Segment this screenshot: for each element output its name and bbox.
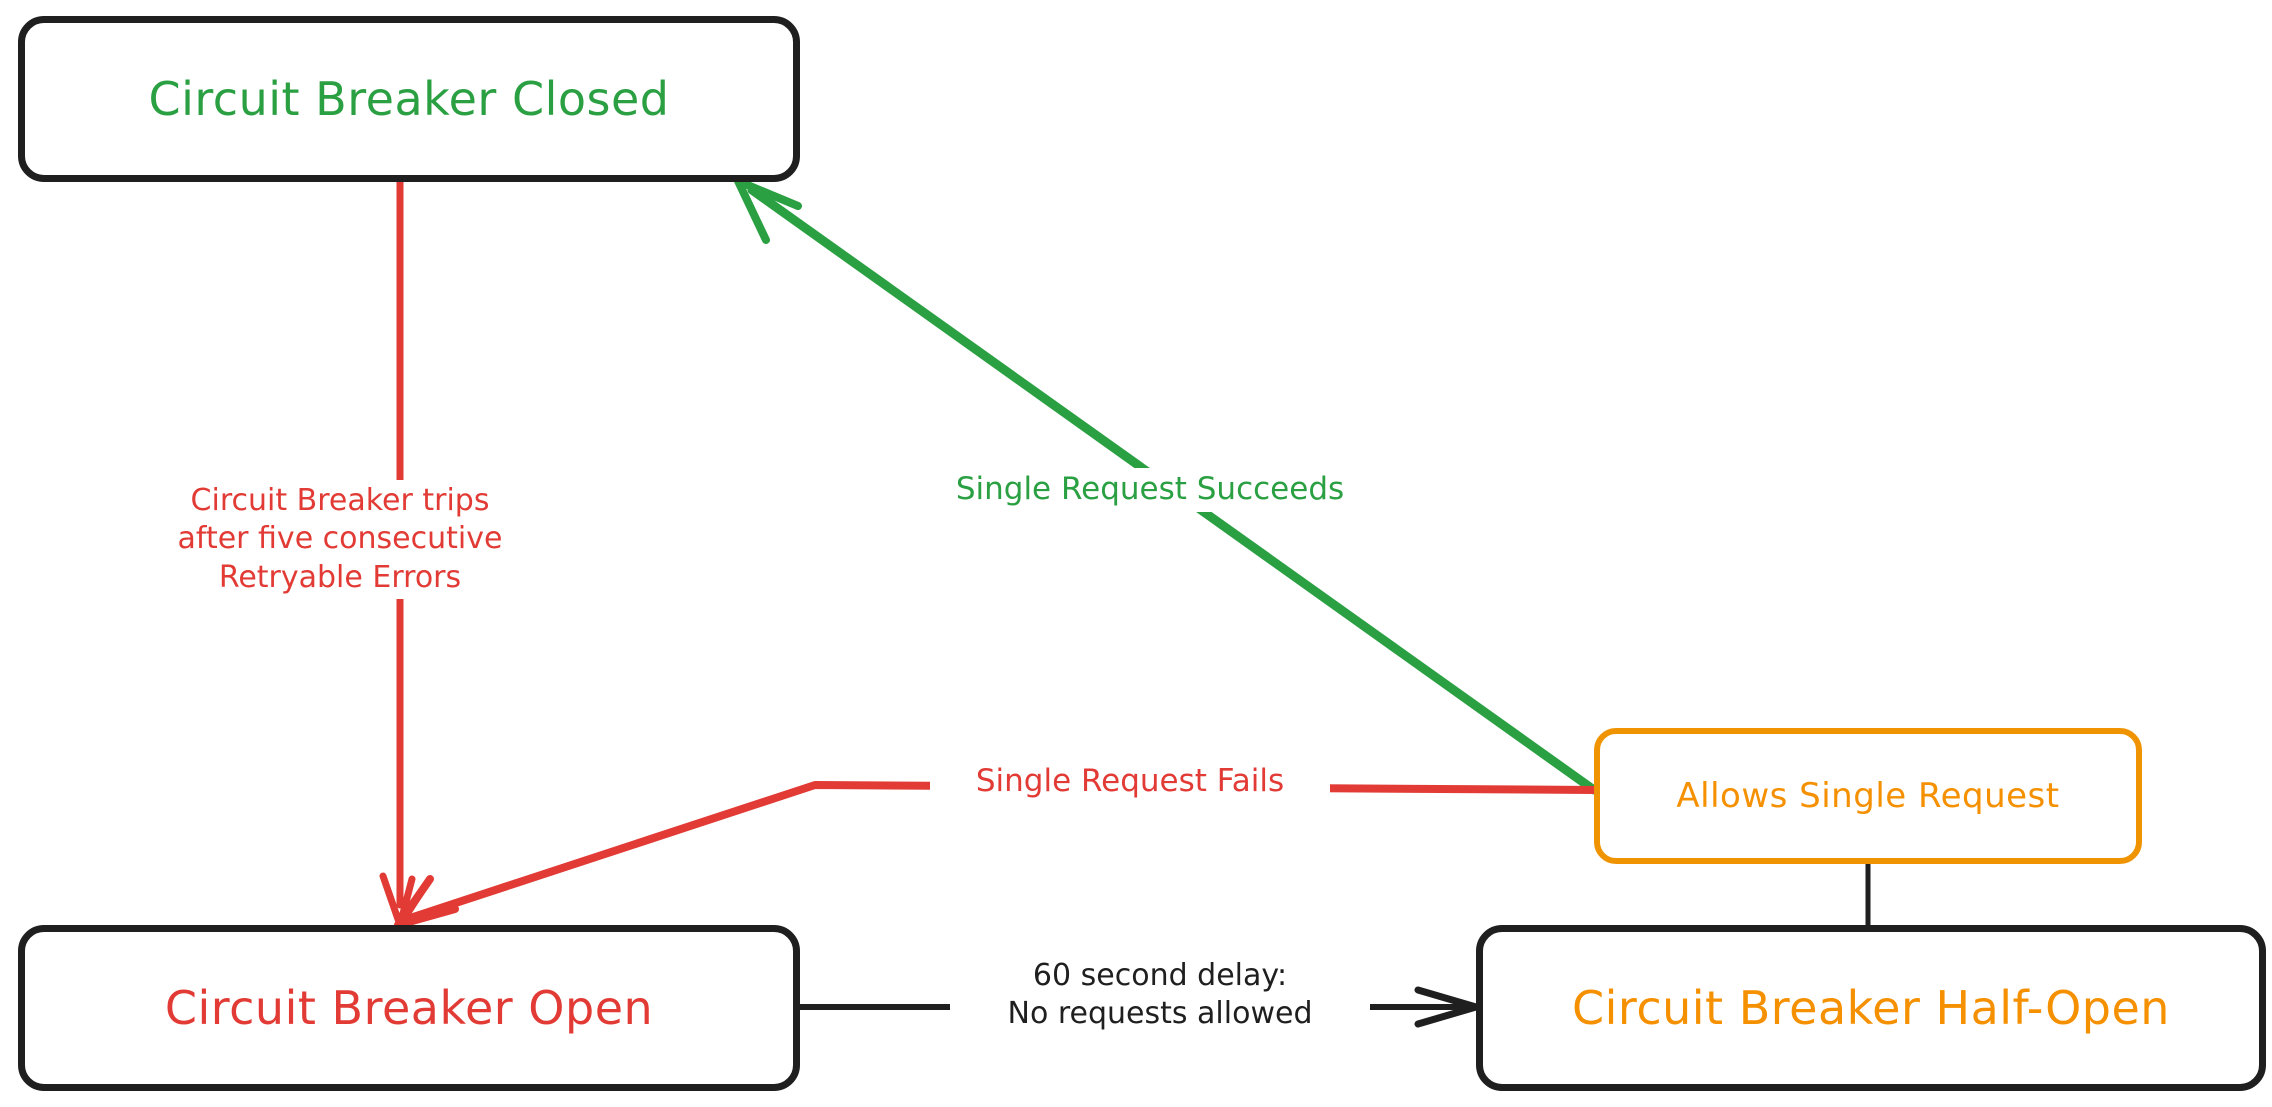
node-label-open: Circuit Breaker Open: [164, 981, 654, 1035]
arrowhead-allows-to-closed: [734, 177, 802, 244]
node-label-allows-single-request: Allows Single Request: [1676, 776, 2060, 816]
edge-open-to-half-open: [797, 986, 1480, 1028]
edge-label-sixty-second-delay: 60 second delay: No requests allowed: [950, 955, 1370, 1036]
node-circuit-breaker-half-open[interactable]: Circuit Breaker Half-Open: [1476, 925, 2266, 1091]
edge-label-single-request-succeeds: Single Request Succeeds: [900, 468, 1400, 512]
node-circuit-breaker-open[interactable]: Circuit Breaker Open: [18, 925, 800, 1091]
node-circuit-breaker-closed[interactable]: Circuit Breaker Closed: [18, 16, 800, 182]
edge-allows-to-open: [394, 781, 1598, 929]
node-label-closed: Circuit Breaker Closed: [148, 72, 670, 126]
node-label-half-open: Circuit Breaker Half-Open: [1572, 981, 2170, 1035]
node-allows-single-request[interactable]: Allows Single Request: [1594, 728, 2142, 864]
arrowhead-allows-to-open: [394, 875, 459, 929]
edge-line-allows-to-open: [406, 781, 1598, 922]
arrowhead-open-to-half-open: [1414, 986, 1480, 1028]
edge-label-circuit-breaker-trips: Circuit Breaker trips after five consecu…: [140, 480, 540, 600]
edge-label-single-request-fails: Single Request Fails: [930, 760, 1330, 804]
